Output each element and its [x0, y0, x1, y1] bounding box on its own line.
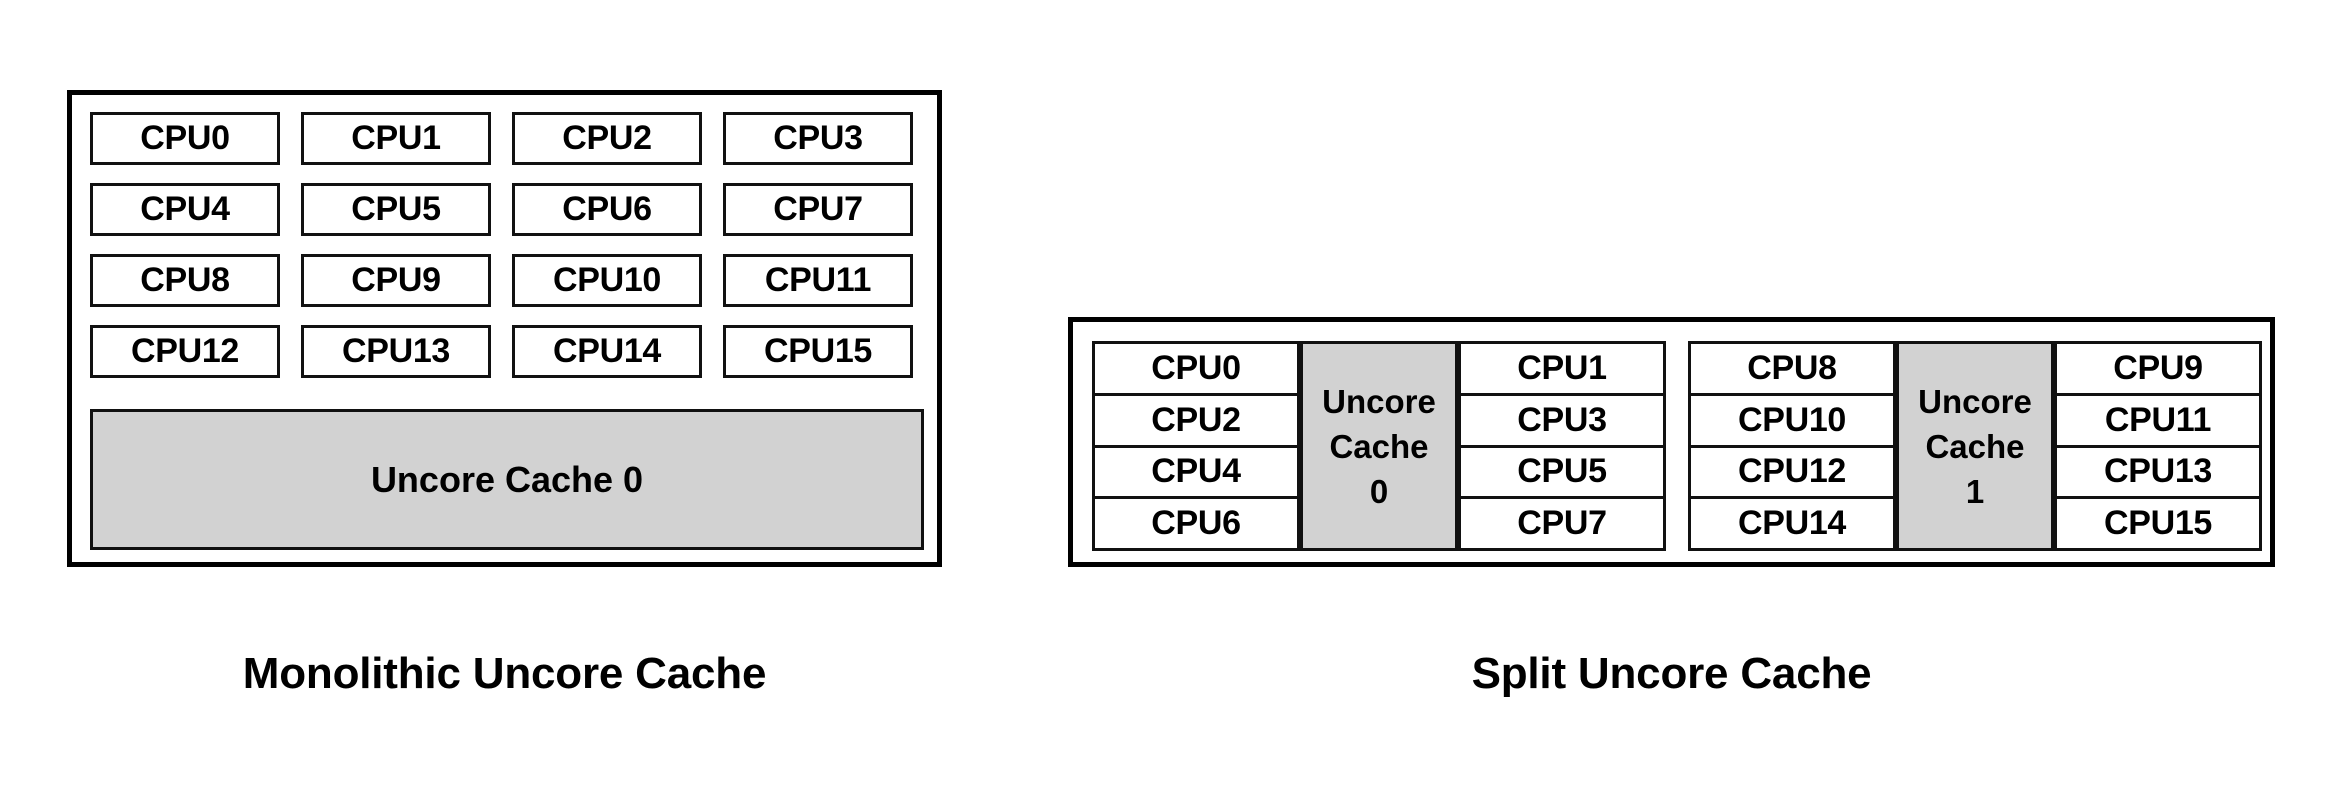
- split-cluster-right-column: CPU9 CPU11 CPU13 CPU15: [2054, 341, 2262, 551]
- split-diagram-caption: Split Uncore Cache: [1471, 649, 1872, 698]
- monolithic-cpu-grid: CPU0 CPU1 CPU2 CPU3 CPU4 CPU5 CPU6 CPU7 …: [90, 112, 924, 396]
- cpu-box[interactable]: CPU14: [512, 325, 702, 378]
- cpu-box[interactable]: CPU15: [2054, 496, 2262, 551]
- cpu-box[interactable]: CPU11: [2054, 392, 2262, 448]
- cpu-box[interactable]: CPU3: [1458, 392, 1666, 448]
- cpu-box[interactable]: CPU4: [1092, 444, 1300, 500]
- cpu-box[interactable]: CPU11: [723, 254, 913, 307]
- cpu-box[interactable]: CPU10: [512, 254, 702, 307]
- monolithic-diagram-caption: Monolithic Uncore Cache: [242, 649, 767, 698]
- cpu-box[interactable]: CPU12: [90, 325, 280, 378]
- uncore-cache-block[interactable]: Uncore Cache 0: [1300, 341, 1458, 551]
- cpu-box[interactable]: CPU7: [1458, 496, 1666, 551]
- split-cluster-left-column: CPU0 CPU2 CPU4 CPU6: [1092, 341, 1300, 551]
- uncore-cache-block[interactable]: Uncore Cache 0: [90, 409, 924, 550]
- cpu-box[interactable]: CPU2: [512, 112, 702, 165]
- cpu-box[interactable]: CPU3: [723, 112, 913, 165]
- uncore-cache-block[interactable]: Uncore Cache 1: [1896, 341, 2054, 551]
- split-cluster: CPU0 CPU2 CPU4 CPU6 Uncore Cache 0 CPU1 …: [1092, 341, 1666, 551]
- cpu-box[interactable]: CPU13: [2054, 444, 2262, 500]
- monolithic-diagram-outer-box: CPU0 CPU1 CPU2 CPU3 CPU4 CPU5 CPU6 CPU7 …: [67, 90, 942, 567]
- uncore-cache-label-line: Cache: [1925, 427, 2025, 465]
- cpu-box[interactable]: CPU1: [1458, 341, 1666, 396]
- cpu-box[interactable]: CPU1: [301, 112, 491, 165]
- split-cluster: CPU8 CPU10 CPU12 CPU14 Uncore Cache 1 CP…: [1688, 341, 2262, 551]
- cpu-box[interactable]: CPU6: [1092, 496, 1300, 551]
- uncore-cache-index: 1: [1965, 472, 1985, 510]
- uncore-cache-label-line: Uncore: [1322, 382, 1436, 420]
- cpu-box[interactable]: CPU15: [723, 325, 913, 378]
- cpu-box[interactable]: CPU9: [301, 254, 491, 307]
- cpu-box[interactable]: CPU0: [90, 112, 280, 165]
- cpu-box[interactable]: CPU13: [301, 325, 491, 378]
- cpu-box[interactable]: CPU7: [723, 183, 913, 236]
- cpu-box[interactable]: CPU9: [2054, 341, 2262, 396]
- cpu-box[interactable]: CPU0: [1092, 341, 1300, 396]
- cpu-box[interactable]: CPU5: [1458, 444, 1666, 500]
- cpu-box[interactable]: CPU6: [512, 183, 702, 236]
- cpu-box[interactable]: CPU14: [1688, 496, 1896, 551]
- split-cluster-right-column: CPU1 CPU3 CPU5 CPU7: [1458, 341, 1666, 551]
- uncore-cache-index: 0: [1369, 472, 1389, 510]
- uncore-cache-label-line: Cache: [1329, 427, 1429, 465]
- cpu-box[interactable]: CPU5: [301, 183, 491, 236]
- cpu-box[interactable]: CPU2: [1092, 392, 1300, 448]
- cpu-box[interactable]: CPU12: [1688, 444, 1896, 500]
- cpu-box[interactable]: CPU8: [1688, 341, 1896, 396]
- split-diagram-outer-box: CPU0 CPU2 CPU4 CPU6 Uncore Cache 0 CPU1 …: [1068, 317, 2275, 567]
- split-cluster-left-column: CPU8 CPU10 CPU12 CPU14: [1688, 341, 1896, 551]
- cpu-box[interactable]: CPU10: [1688, 392, 1896, 448]
- uncore-cache-label-line: Uncore: [1918, 382, 2032, 420]
- cpu-box[interactable]: CPU8: [90, 254, 280, 307]
- cpu-box[interactable]: CPU4: [90, 183, 280, 236]
